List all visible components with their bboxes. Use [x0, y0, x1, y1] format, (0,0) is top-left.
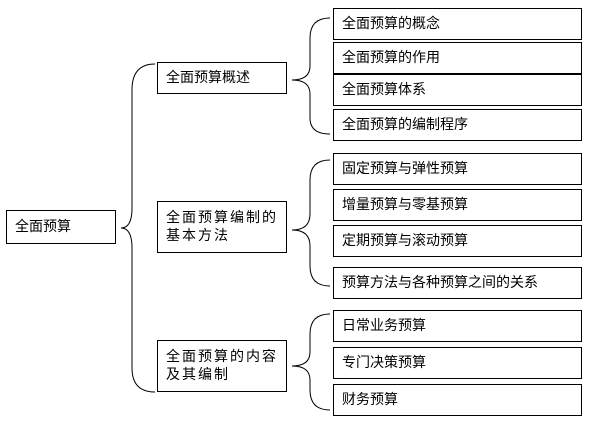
leaf-node: 定期预算与滚动预算 — [333, 225, 582, 257]
section-node-overview: 全面预算概述 — [157, 62, 287, 94]
leaf-node: 全面预算体系 — [333, 74, 582, 106]
leaf-node: 预算方法与各种预算之间的关系 — [333, 267, 582, 299]
section-node-methods: 全面预算编制的基本方法 — [157, 201, 287, 253]
leaf-node: 全面预算的作用 — [333, 42, 582, 74]
section-3-brace — [291, 313, 331, 411]
leaf-node: 日常业务预算 — [333, 310, 582, 342]
leaf-node: 全面预算的编制程序 — [333, 109, 582, 141]
section-node-contents: 全面预算的内容及其编制 — [157, 340, 287, 392]
leaf-node: 增量预算与零基预算 — [333, 189, 582, 221]
leaf-node: 全面预算的概念 — [333, 8, 582, 40]
section-1-brace — [291, 17, 331, 135]
leaf-node: 财务预算 — [333, 384, 582, 416]
root-node: 全面预算 — [6, 210, 116, 244]
root-brace — [120, 63, 156, 393]
leaf-node: 固定预算与弹性预算 — [333, 153, 582, 185]
section-2-brace — [291, 159, 331, 287]
leaf-node: 专门决策预算 — [333, 347, 582, 379]
